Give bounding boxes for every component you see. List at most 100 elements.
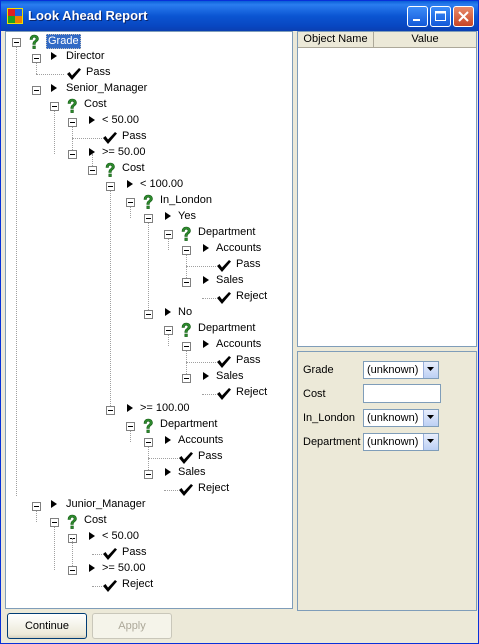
input-form: Grade (unknown) Cost In_London (unknown)… [297, 351, 477, 611]
tree-node-pass[interactable]: Pass [198, 450, 223, 462]
branch-arrow-icon [88, 147, 96, 157]
tree-node-junior-manager[interactable]: Junior_Manager [66, 498, 146, 510]
collapse-toggle[interactable] [12, 38, 21, 47]
tree-node-accounts[interactable]: Accounts [216, 338, 262, 350]
tree-node-reject[interactable]: Reject [198, 482, 230, 494]
tree-node-director[interactable]: Director [66, 50, 105, 62]
collapse-toggle[interactable] [182, 342, 191, 351]
grade-select-value: (unknown) [367, 364, 419, 376]
decision-tree[interactable]: Grade Director Pass Senior_Manager Cost … [5, 31, 293, 609]
collapse-toggle[interactable] [68, 150, 77, 159]
tree-node-reject[interactable]: Reject [122, 578, 154, 590]
branch-arrow-icon [202, 275, 210, 285]
branch-arrow-icon [164, 307, 172, 317]
in-london-select[interactable]: (unknown) [363, 409, 439, 427]
tree-node-in-london[interactable]: In_London [160, 194, 212, 206]
close-icon [458, 11, 469, 22]
collapse-toggle[interactable] [50, 518, 59, 527]
collapse-toggle[interactable] [32, 86, 41, 95]
collapse-toggle[interactable] [144, 214, 153, 223]
tree-node-lt-100[interactable]: < 100.00 [140, 178, 184, 190]
tree-line [36, 74, 64, 75]
chevron-down-icon [427, 367, 434, 371]
branch-arrow-icon [126, 179, 134, 189]
tree-node-department[interactable]: Department [198, 226, 256, 238]
collapse-toggle[interactable] [126, 422, 135, 431]
tree-node-reject[interactable]: Reject [236, 386, 268, 398]
tree-node-sales[interactable]: Sales [178, 466, 206, 478]
department-select[interactable]: (unknown) [363, 433, 439, 451]
tree-node-ge-50[interactable]: >= 50.00 [102, 146, 146, 158]
collapse-toggle[interactable] [50, 102, 59, 111]
tree-node-pass[interactable]: Pass [122, 130, 147, 142]
in-london-select-value: (unknown) [367, 412, 419, 424]
tree-node-cost[interactable]: Cost [122, 162, 145, 174]
tree-node-grade[interactable]: Grade [46, 34, 81, 49]
collapse-toggle[interactable] [68, 118, 77, 127]
tree-node-ge-100[interactable]: >= 100.00 [140, 402, 190, 414]
collapse-toggle[interactable] [126, 198, 135, 207]
column-header-object-name[interactable]: Object Name [298, 32, 374, 48]
tree-node-pass[interactable]: Pass [236, 354, 261, 366]
tree-node-sales[interactable]: Sales [216, 274, 244, 286]
tree-node-ge-50[interactable]: >= 50.00 [102, 562, 146, 574]
tree-node-department[interactable]: Department [198, 322, 256, 334]
check-icon [216, 387, 232, 401]
branch-arrow-icon [50, 83, 58, 93]
tree-line [186, 362, 216, 363]
app-icon [7, 8, 23, 24]
tree-node-lt-50[interactable]: < 50.00 [102, 114, 140, 126]
collapse-toggle[interactable] [88, 166, 97, 175]
grade-select[interactable]: (unknown) [363, 361, 439, 379]
tree-node-sales[interactable]: Sales [216, 370, 244, 382]
tree-node-lt-50[interactable]: < 50.00 [102, 530, 140, 542]
tree-node-reject[interactable]: Reject [236, 290, 268, 302]
check-icon [102, 579, 118, 593]
dropdown-button[interactable] [423, 434, 438, 450]
collapse-toggle[interactable] [182, 374, 191, 383]
collapse-toggle[interactable] [68, 566, 77, 575]
tree-node-yes[interactable]: Yes [178, 210, 196, 222]
object-value-list[interactable]: Object Name Value [297, 31, 477, 347]
tree-node-accounts[interactable]: Accounts [178, 434, 224, 446]
dropdown-button[interactable] [423, 362, 438, 378]
tree-node-senior-manager[interactable]: Senior_Manager [66, 82, 148, 94]
tree-node-director-pass[interactable]: Pass [86, 66, 111, 78]
continue-button[interactable]: Continue [7, 613, 87, 639]
tree-node-pass[interactable]: Pass [122, 546, 147, 558]
close-button[interactable] [453, 6, 474, 27]
tree-node-accounts[interactable]: Accounts [216, 242, 262, 254]
branch-arrow-icon [126, 403, 134, 413]
tree-node-pass[interactable]: Pass [236, 258, 261, 270]
branch-arrow-icon [202, 243, 210, 253]
question-icon [26, 34, 42, 50]
cost-input[interactable] [363, 384, 441, 403]
tree-node-department[interactable]: Department [160, 418, 218, 430]
collapse-toggle[interactable] [144, 438, 153, 447]
tree-line [92, 154, 93, 170]
collapse-toggle[interactable] [182, 278, 191, 287]
tree-node-no[interactable]: No [178, 306, 193, 318]
column-header-value[interactable]: Value [374, 32, 476, 48]
minimize-icon [413, 19, 420, 21]
tree-node-cost[interactable]: Cost [84, 514, 107, 526]
collapse-toggle[interactable] [144, 470, 153, 479]
tree-line [202, 298, 216, 299]
dropdown-button[interactable] [423, 410, 438, 426]
check-icon [178, 451, 194, 465]
minimize-button[interactable] [407, 6, 428, 27]
collapse-toggle[interactable] [164, 326, 173, 335]
tree-node-cost[interactable]: Cost [84, 98, 107, 110]
title-bar[interactable]: Look Ahead Report [1, 1, 478, 31]
apply-button[interactable]: Apply [92, 613, 172, 639]
collapse-toggle[interactable] [32, 54, 41, 63]
collapse-toggle[interactable] [106, 182, 115, 191]
collapse-toggle[interactable] [144, 310, 153, 319]
collapse-toggle[interactable] [164, 230, 173, 239]
collapse-toggle[interactable] [182, 246, 191, 255]
collapse-toggle[interactable] [106, 406, 115, 415]
collapse-toggle[interactable] [32, 502, 41, 511]
check-icon [216, 355, 232, 369]
maximize-button[interactable] [430, 6, 451, 27]
